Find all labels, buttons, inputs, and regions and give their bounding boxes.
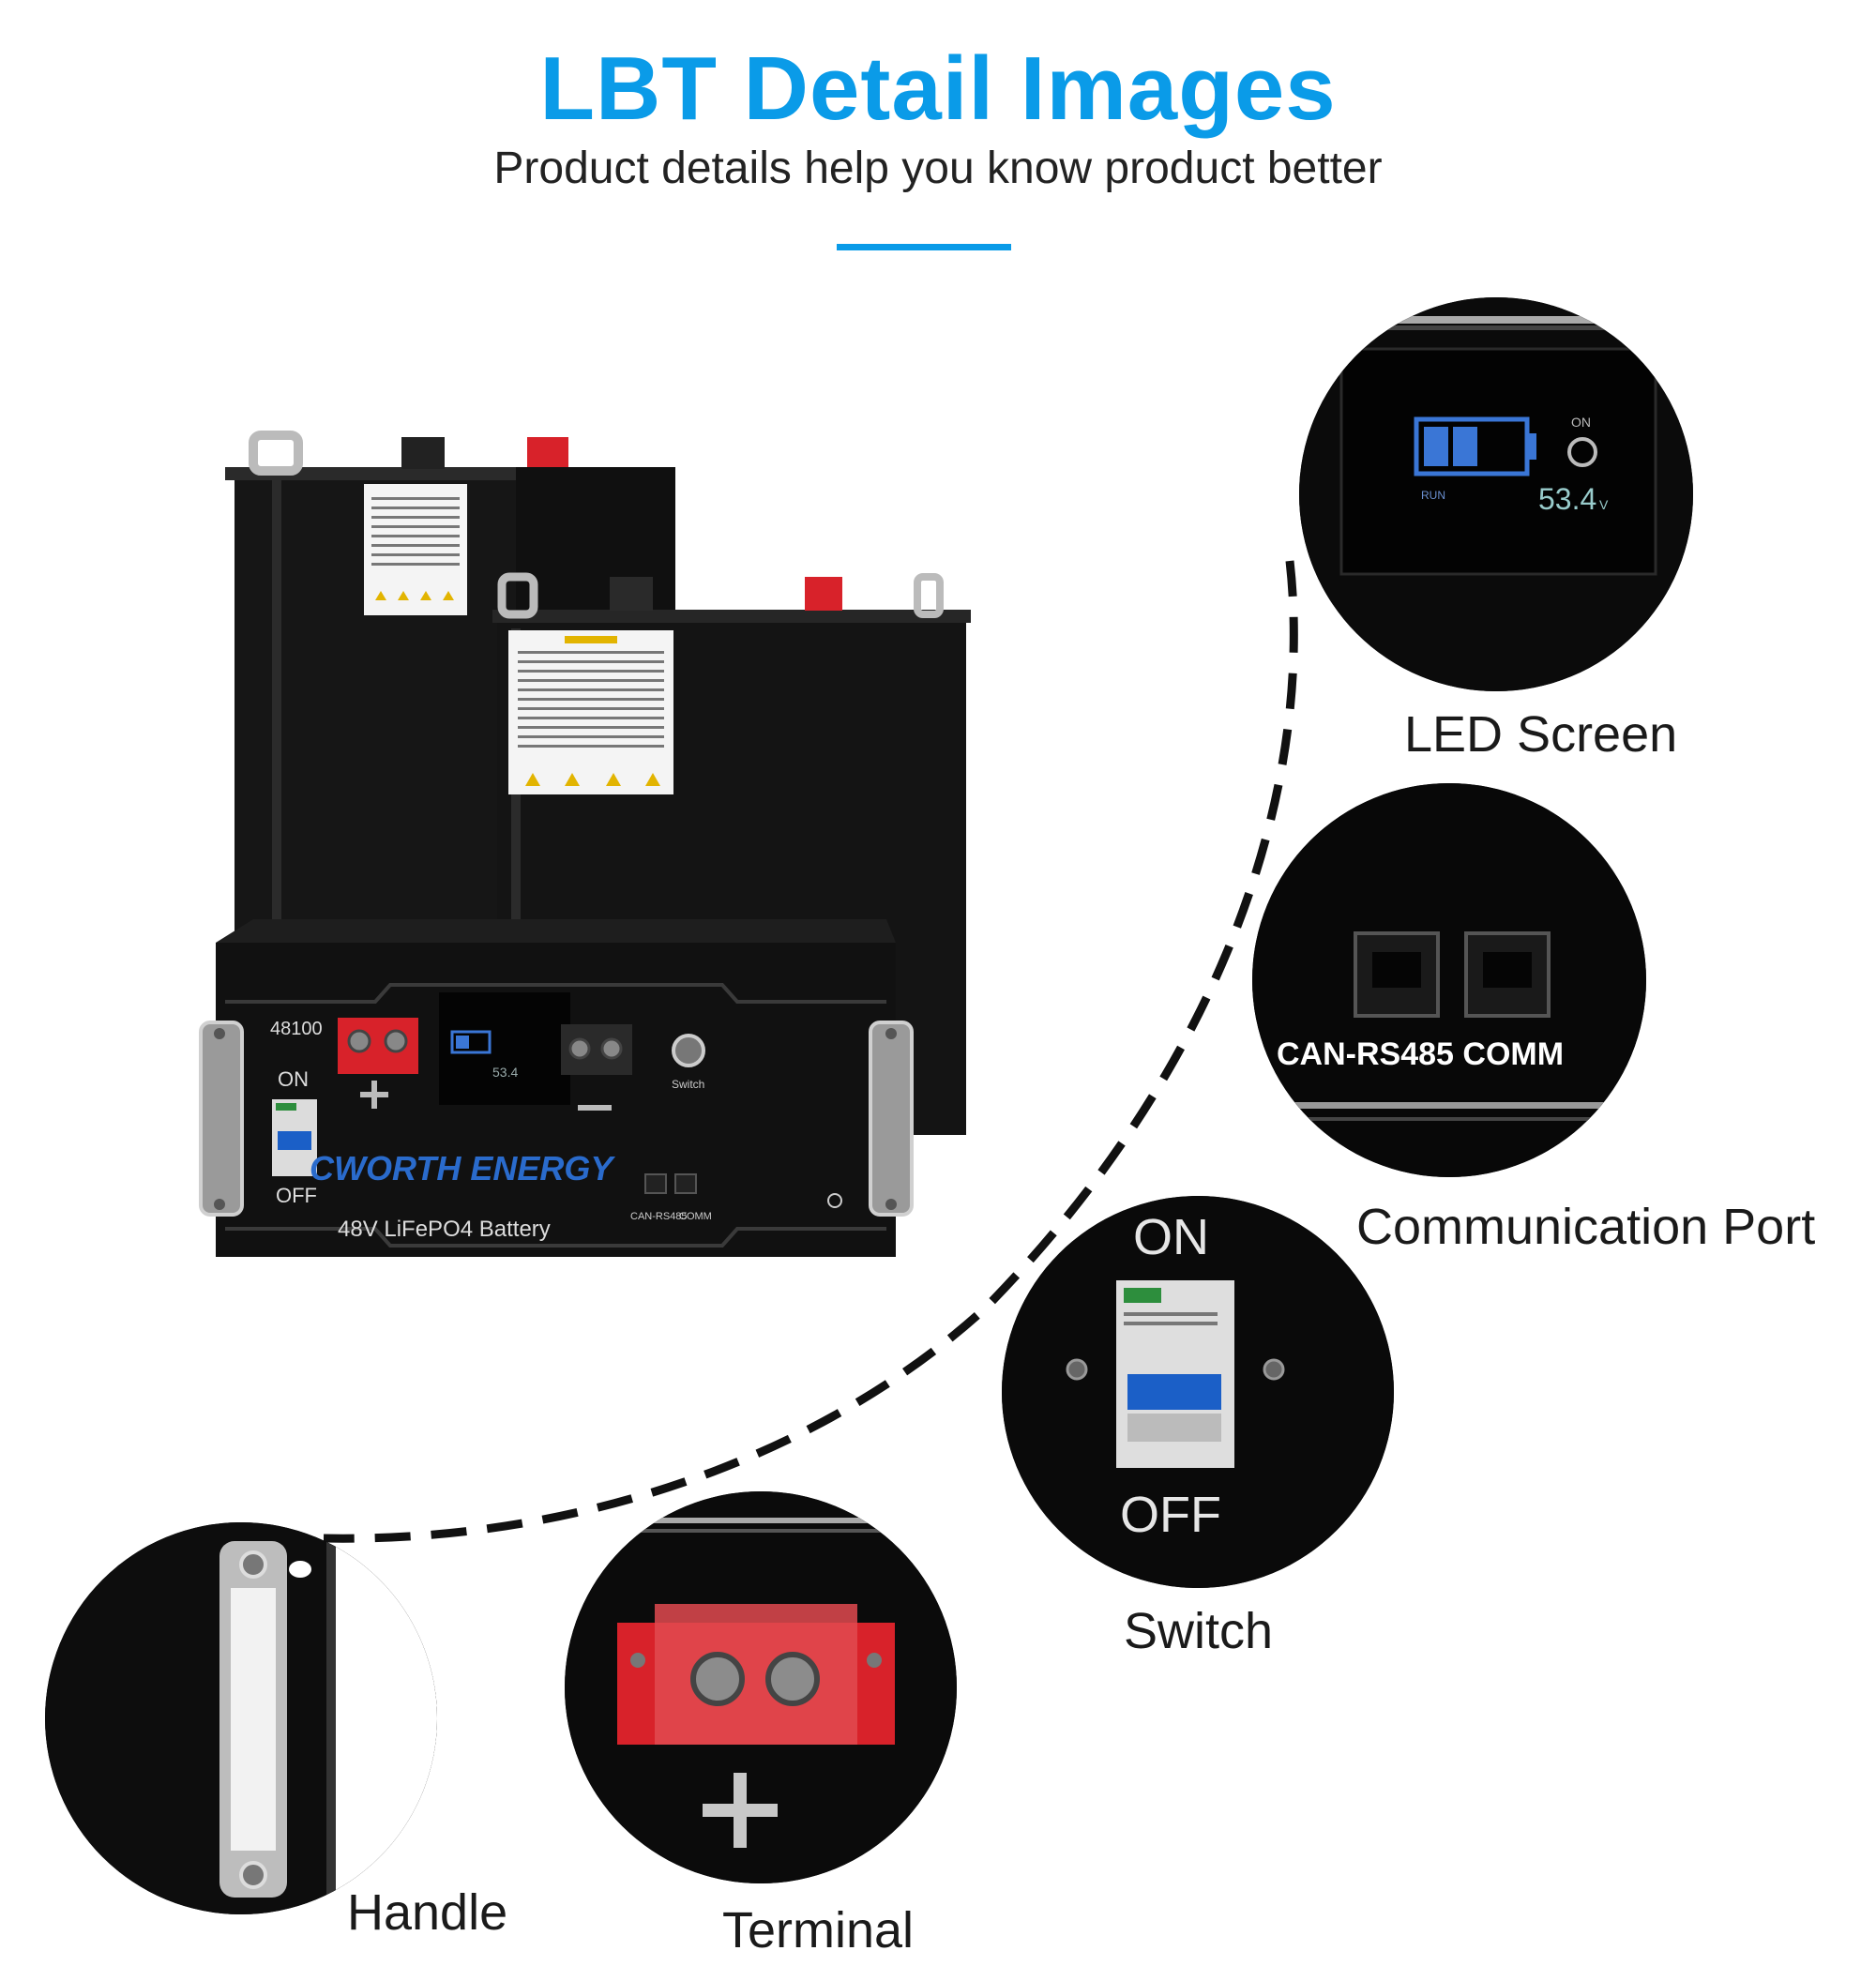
brand-logo: CWORTH ENERGY [310,1149,615,1187]
lcd-voltage-unit: V [1599,497,1609,512]
breaker-off-label: OFF [276,1184,317,1207]
lcd-on-label: ON [1571,415,1591,430]
model-number: 48100 [270,1019,323,1039]
battery-type-label: 48V LiFePO4 Battery [338,1217,551,1242]
switch-on-label: ON [1133,1209,1209,1265]
led-screen-detail: ON RUN 53.4 V [1299,297,1693,691]
comm-port-illustration: CAN-RS485 COMM [1252,783,1646,1177]
front-switch-label: Switch [672,1078,704,1091]
switch-detail: ON OFF [1002,1196,1394,1588]
caption-communication-port: Communication Port [1356,1199,1816,1255]
caption-terminal: Terminal [722,1902,915,1958]
comm-ports-label: CAN-RS485 COMM [1277,1036,1564,1072]
front-port2-label: COMM [679,1211,712,1222]
led-screen-illustration: ON RUN 53.4 V [1299,297,1693,691]
title-underline [837,244,1011,250]
switch-illustration: ON OFF [1002,1196,1394,1588]
lcd-voltage-small: 53.4 [492,1065,518,1080]
page-subtitle: Product details help you know product be… [493,144,1383,193]
page-title: LBT Detail Images [539,38,1337,139]
switch-off-label: OFF [1120,1487,1221,1543]
caption-switch: Switch [1124,1603,1274,1659]
breaker-on-label: ON [278,1067,309,1091]
caption-led-screen: LED Screen [1404,706,1678,763]
handle-detail [45,1522,437,1914]
lcd-voltage-readout: 53.4 [1538,482,1596,516]
comm-port-detail: CAN-RS485 COMM [1252,783,1646,1177]
terminal-detail [565,1491,957,1883]
handle-illustration [45,1522,437,1914]
lcd-run-label: RUN [1421,489,1445,502]
terminal-illustration [565,1491,957,1883]
front-port1-label: CAN-RS485 [630,1211,688,1222]
product-battery-image: 48100 ON OFF 53.4 Switch CWORTH ENERGY 4… [199,431,971,1257]
caption-handle: Handle [347,1884,508,1941]
